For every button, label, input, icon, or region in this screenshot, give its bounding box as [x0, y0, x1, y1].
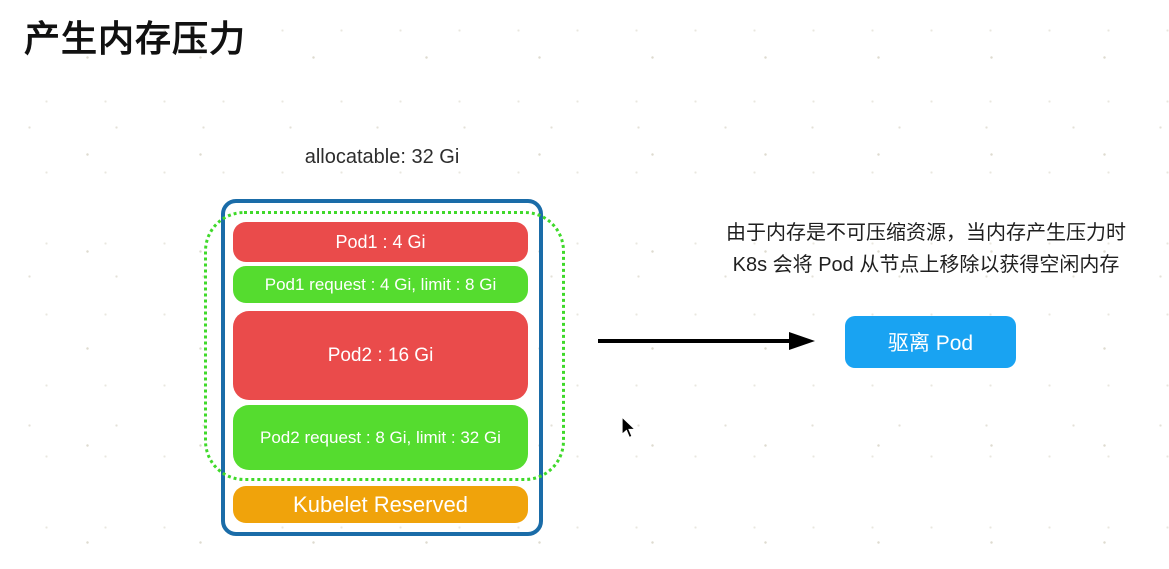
- explanation-line-1: 由于内存是不可压缩资源，当内存产生压力时: [726, 222, 1126, 244]
- pod1-request-block: Pod1 request : 4 Gi, limit : 8 Gi: [233, 266, 528, 303]
- pod2-usage-block: Pod2 : 16 Gi: [233, 311, 528, 400]
- pod1-usage-block: Pod1 : 4 Gi: [233, 222, 528, 262]
- node-boundary-box: [221, 199, 543, 536]
- explanation-line-2: K8s 会将 Pod 从节点上移除以获得空闲内存: [732, 254, 1120, 276]
- evict-pod-button: 驱离 Pod: [845, 316, 1016, 368]
- allocatable-dotted-boundary: [204, 211, 565, 481]
- mouse-cursor-icon: [621, 416, 637, 439]
- page-title: 产生内存压力: [24, 18, 247, 59]
- pod2-request-block: Pod2 request : 8 Gi, limit : 32 Gi: [233, 405, 528, 470]
- memory-blocks: Pod1 : 4 Gi Pod1 request : 4 Gi, limit :…: [233, 222, 528, 523]
- allocatable-label: allocatable: 32 Gi: [304, 146, 460, 168]
- kubelet-reserved-block: Kubelet Reserved: [233, 486, 528, 523]
- arrow-right-icon: [598, 332, 815, 350]
- explanation-text: 由于内存是不可压缩资源，当内存产生压力时 K8s 会将 Pod 从节点上移除以获…: [700, 217, 1152, 281]
